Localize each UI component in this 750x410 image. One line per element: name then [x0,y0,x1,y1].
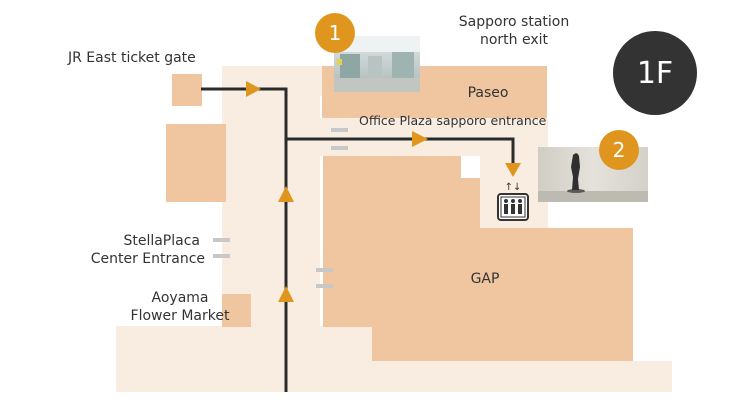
label-aoyama-1: Aoyama [151,290,209,306]
corridor-main [222,66,320,326]
store-aoyama [222,294,251,327]
floor-badge: 1F [613,31,697,115]
arrow-icon [278,186,294,202]
label-sapporo-north-exit-1: Sapporo station [458,14,570,30]
store-gap [323,156,633,361]
entrance-marker-icon [213,238,230,242]
marker-2: 2 [599,130,639,170]
label-sapporo-north-exit-2: north exit [479,32,549,48]
entrance-marker-icon [331,128,348,132]
entrance-marker-icon [331,146,348,150]
elevator-icon: ↑↓ [497,182,529,221]
photo-north-exit [334,36,420,92]
arrow-icon [246,81,261,97]
marker-1: 1 [315,13,355,53]
route-arrows [246,81,521,302]
jr-gate-box [172,74,202,106]
store-upper-left [166,124,226,202]
entrance-marker-icon [316,268,333,272]
arrow-icon [412,131,428,147]
label-jr-east-gate: JR East ticket gate [68,50,196,66]
corridor-bottom-right [372,361,672,392]
entrance-marks [213,128,348,288]
arrow-icon [505,163,521,177]
entrance-marker-icon [213,254,230,258]
label-paseo: Paseo [467,85,509,101]
corridor-bottom [116,326,372,392]
entrance-marker-icon [316,284,333,288]
label-aoyama-2: Flower Market [130,308,230,324]
label-office-plaza: Office Plaza sapporo entrance [359,113,547,128]
arrow-icon [278,286,294,302]
label-stellaplaca-2: Center Entrance [90,251,205,267]
label-stellaplaca-1: StellaPlaca [123,233,200,249]
svg-text:↑↓: ↑↓ [505,182,522,193]
label-gap: GAP [470,271,500,287]
